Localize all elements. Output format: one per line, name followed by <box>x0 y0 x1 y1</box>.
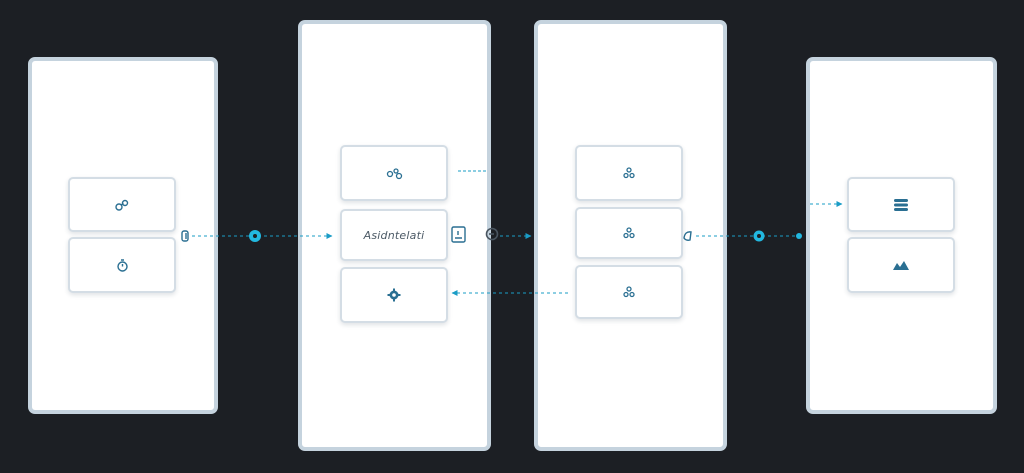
timer-icon <box>116 258 128 272</box>
p2-node-3[interactable] <box>340 267 448 323</box>
p3-node-3[interactable] <box>575 265 683 319</box>
p3-node-2[interactable] <box>575 207 683 259</box>
p1-node-1[interactable] <box>68 177 176 232</box>
hub-node-2 <box>753 230 765 242</box>
refresh-icon <box>485 227 499 241</box>
p4-node-2[interactable] <box>847 237 955 293</box>
p2-node-1[interactable] <box>340 145 448 201</box>
hub-node-1 <box>249 230 261 242</box>
user-share-icon <box>115 199 129 211</box>
cluster-icon <box>386 167 402 179</box>
gear-icon <box>387 288 401 302</box>
chart-icon <box>893 261 909 270</box>
link-icon <box>181 230 189 242</box>
p1-node-2[interactable] <box>68 237 176 293</box>
window-icon <box>451 226 466 243</box>
loop-icon <box>683 231 692 241</box>
module-icon <box>623 286 635 298</box>
module-icon <box>623 227 635 239</box>
p4-node-1[interactable] <box>847 177 955 232</box>
panel-4 <box>806 57 997 414</box>
p2-node-2[interactable]: Asidntelati <box>340 209 448 261</box>
endpoint-dot <box>796 233 802 239</box>
p3-node-1[interactable] <box>575 145 683 201</box>
node-label: Asidntelati <box>363 228 425 242</box>
module-icon <box>623 167 635 179</box>
database-icon <box>894 198 908 211</box>
